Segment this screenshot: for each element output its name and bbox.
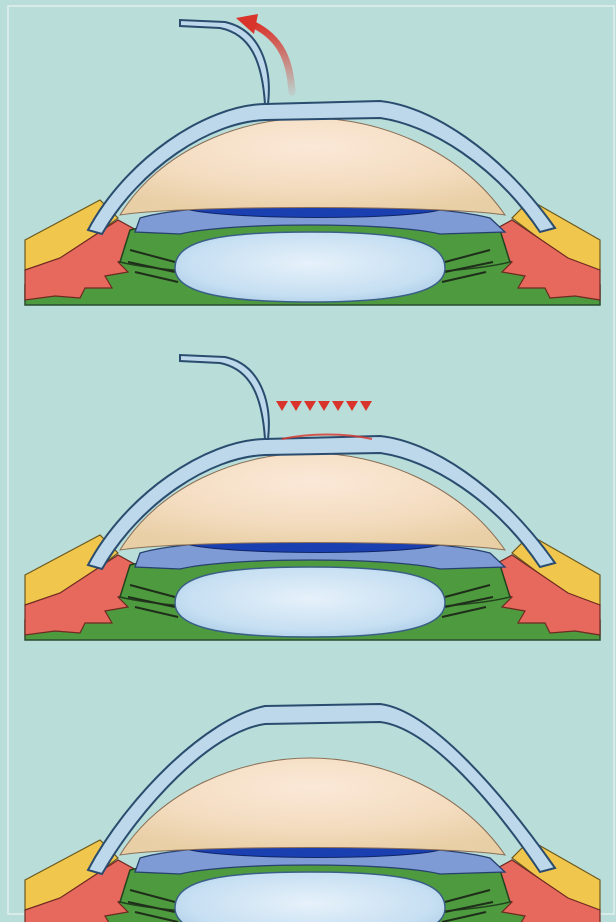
lasik-diagram-svg bbox=[0, 0, 616, 922]
lasik-procedure-figure bbox=[0, 0, 616, 922]
